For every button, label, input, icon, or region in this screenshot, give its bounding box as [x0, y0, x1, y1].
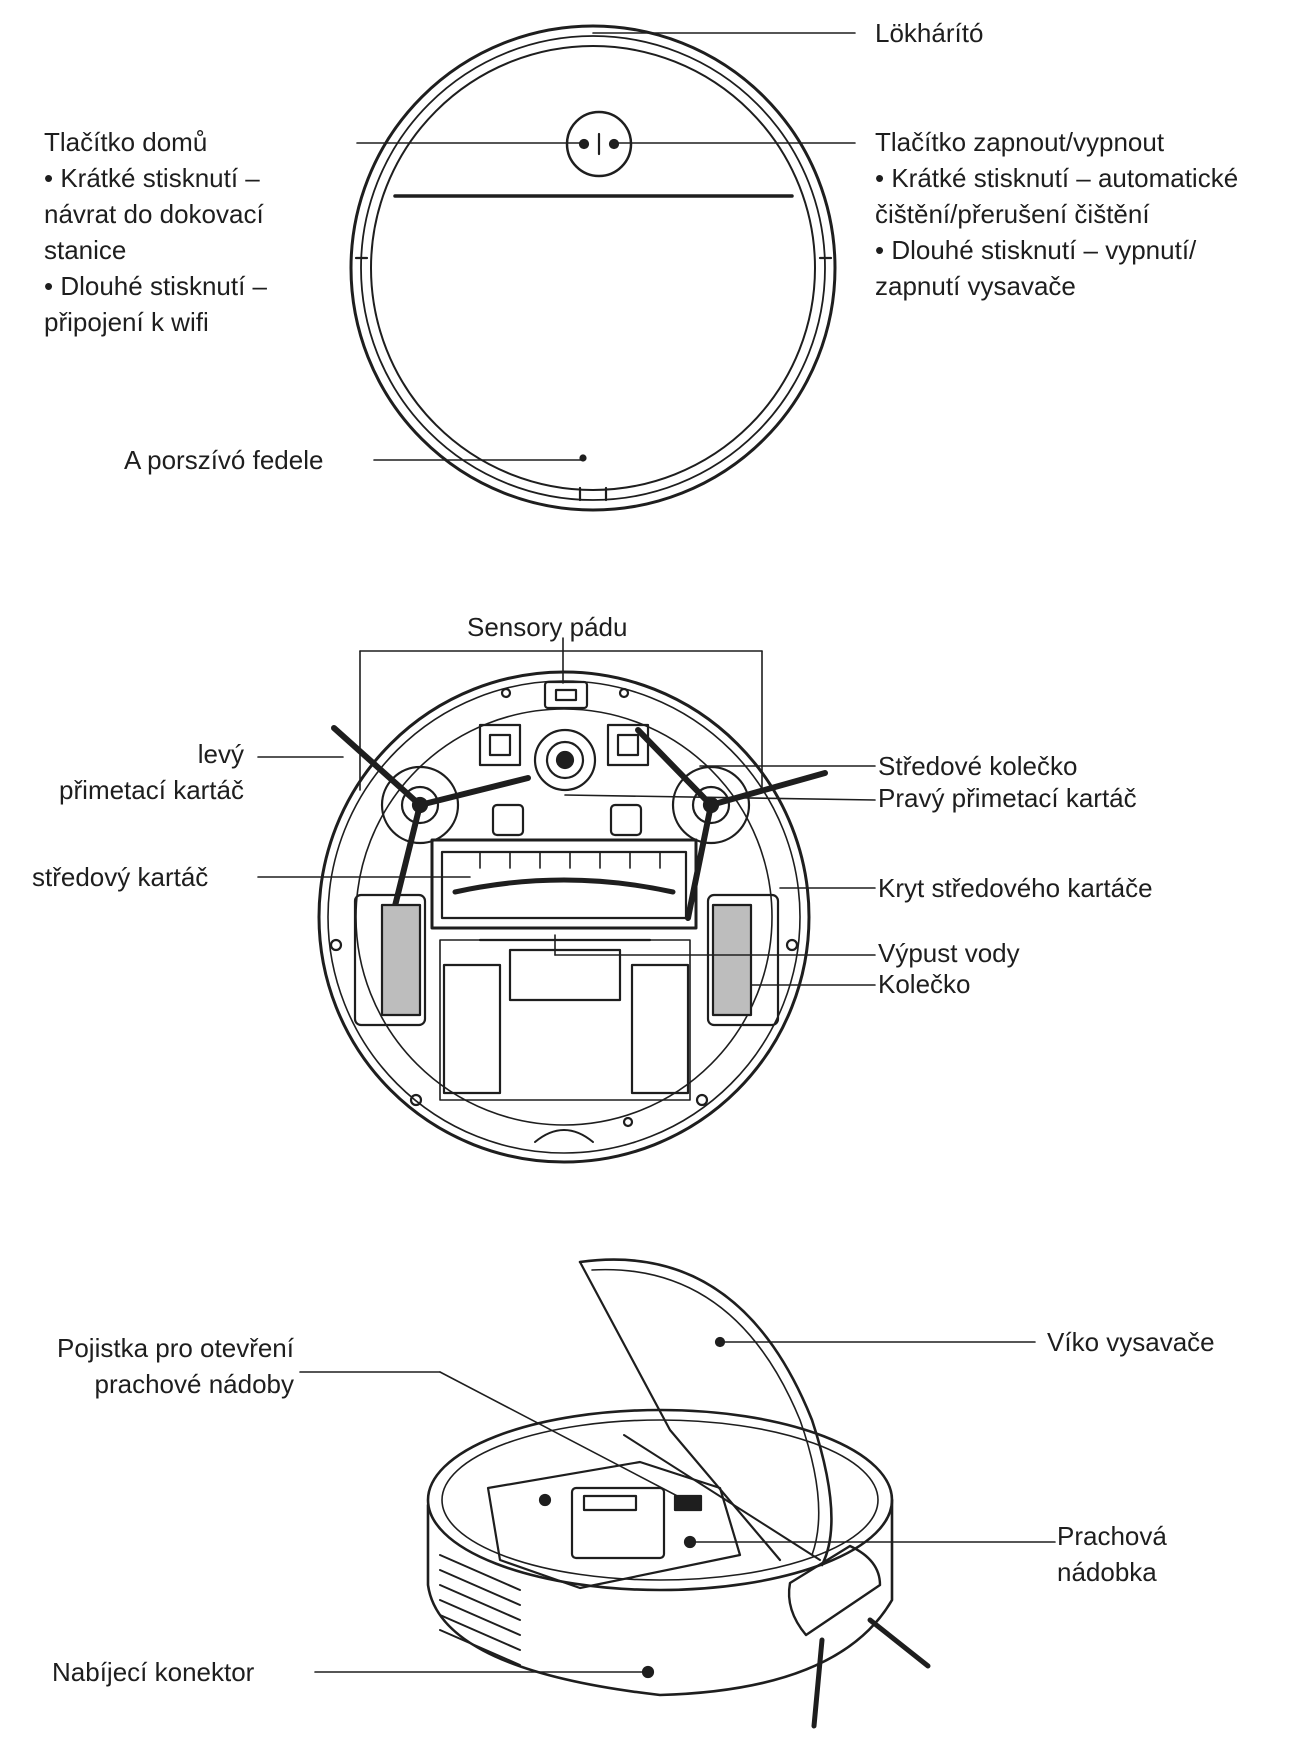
dustbin-label: Prachová nádobka — [1057, 1518, 1167, 1590]
left-side-brush-line: přimetací kartáč — [59, 775, 244, 805]
cover-label: A porszívó fedele — [124, 445, 324, 475]
caster-wheel-label: Středové kolečko — [878, 751, 1078, 781]
power-button-line: • Dlouhé stisknutí – vypnutí/ — [875, 235, 1197, 265]
home-button-label: Tlačítko domů • Krátké stisknutí – návra… — [44, 124, 267, 340]
brush-cover-label: Kryt středového kartáče — [878, 873, 1153, 903]
top-view-robot — [349, 24, 837, 512]
side-view-robot — [426, 1258, 931, 1729]
power-button-line: zapnutí vysavače — [875, 271, 1076, 301]
button-panel — [565, 110, 633, 178]
home-button-line: návrat do dokovací — [44, 199, 264, 229]
dustbin-line: Prachová — [1057, 1521, 1167, 1551]
home-button-line: stanice — [44, 235, 127, 265]
main-brush-label: středový kartáč — [32, 862, 209, 892]
bumper-label: Lökhárító — [875, 18, 984, 48]
bottom-view-leader-lines — [257, 637, 876, 986]
water-outlet-label: Výpust vody — [878, 938, 1020, 968]
power-button-line: • Krátké stisknutí – automatické — [875, 163, 1239, 193]
left-side-brush-label: levý přimetací kartáč — [59, 736, 244, 808]
cliff-sensors-label: Sensory pádu — [467, 612, 628, 642]
side-view-leader-lines — [299, 1341, 1056, 1673]
home-button-line: • Krátké stisknutí – — [44, 163, 260, 193]
home-button-title: Tlačítko domů — [44, 127, 208, 157]
home-button-line: připojení k wifi — [44, 307, 209, 337]
bottom-view-robot — [317, 670, 828, 1164]
power-button-title: Tlačítko zapnout/vypnout — [875, 127, 1165, 157]
top-view-leader-lines — [356, 32, 856, 461]
power-button-label: Tlačítko zapnout/vypnout • Krátké stiskn… — [875, 124, 1238, 304]
dustbin-latch-line: prachové nádoby — [94, 1369, 294, 1399]
lid-label: Víko vysavače — [1047, 1327, 1215, 1357]
dustbin-line: nádobka — [1057, 1557, 1157, 1587]
charging-connector-label: Nabíjecí konektor — [52, 1657, 255, 1687]
wheel-label: Kolečko — [878, 969, 971, 999]
right-side-brush-label: Pravý přimetací kartáč — [878, 783, 1137, 813]
power-button-line: čištění/přerušení čištění — [875, 199, 1150, 229]
dustbin-latch-label: Pojistka pro otevření prachové nádoby — [57, 1330, 294, 1402]
dustbin-latch-line: Pojistka pro otevření — [56, 1333, 294, 1363]
home-button-line: • Dlouhé stisknutí – — [44, 271, 267, 301]
left-side-brush-line: levý — [197, 739, 244, 769]
